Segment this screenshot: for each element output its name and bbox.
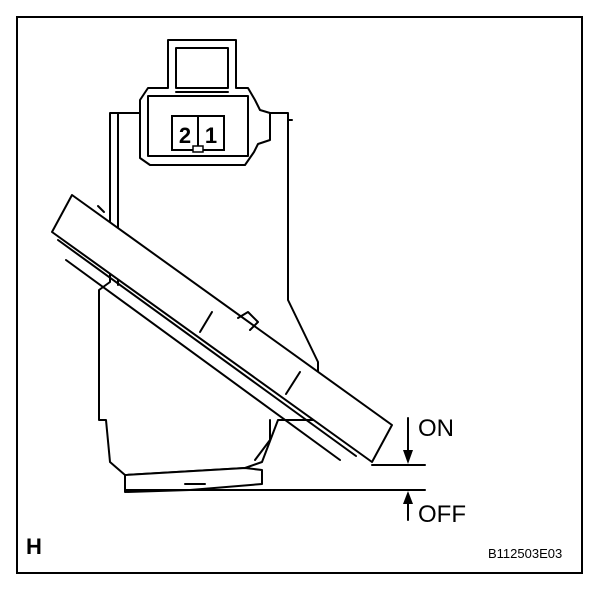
figure-id: B112503E03: [488, 546, 562, 561]
pin-2-label: 2: [179, 123, 191, 148]
view-label: H: [26, 534, 42, 559]
pin-1-label: 1: [205, 123, 217, 148]
on-label: ON: [418, 415, 454, 442]
position-markers: ON OFF: [124, 415, 466, 528]
figure-border: [16, 16, 583, 574]
connector: 2 1: [139, 39, 271, 166]
off-label: OFF: [418, 501, 466, 528]
on-arrow-icon: [403, 450, 413, 464]
actuator-arm: [51, 194, 393, 463]
off-arrow-icon: [403, 491, 413, 504]
